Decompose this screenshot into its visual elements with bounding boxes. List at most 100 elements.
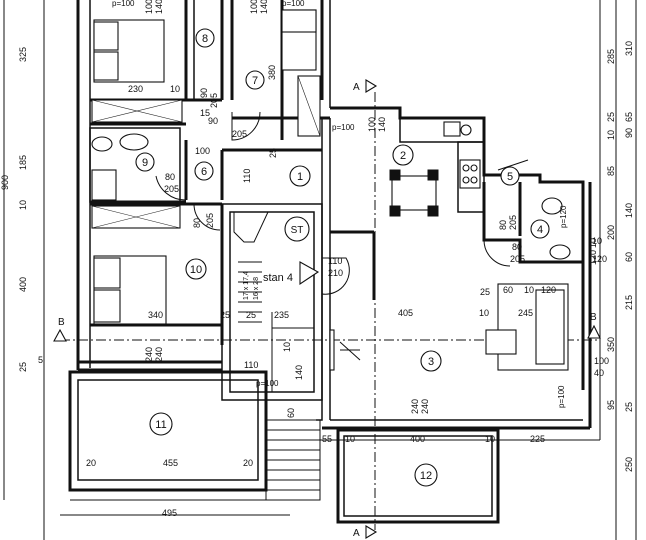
sink-9 — [119, 133, 149, 151]
svg-text:60: 60 — [286, 408, 296, 418]
svg-text:10: 10 — [18, 200, 28, 210]
svg-text:10: 10 — [485, 434, 495, 444]
room-label-12: 12 — [414, 463, 438, 487]
svg-text:20: 20 — [86, 458, 96, 468]
svg-text:60: 60 — [624, 252, 634, 262]
svg-text:10: 10 — [170, 84, 180, 94]
svg-text:900: 900 — [0, 175, 10, 190]
svg-text:215: 215 — [624, 295, 634, 310]
svg-text:B: B — [590, 312, 597, 323]
svg-text:10: 10 — [479, 308, 489, 318]
svg-text:80: 80 — [192, 218, 202, 228]
svg-text:140: 140 — [154, 0, 164, 14]
svg-text:25: 25 — [220, 310, 230, 320]
coffee-table — [485, 329, 517, 355]
tv — [329, 329, 335, 371]
svg-text:65: 65 — [624, 112, 634, 122]
svg-text:17 x 17,4: 17 x 17,4 — [243, 271, 250, 300]
svg-text:p=100: p=100 — [557, 385, 566, 408]
svg-text:25: 25 — [606, 112, 616, 122]
svg-text:3: 3 — [428, 356, 434, 368]
svg-text:20: 20 — [243, 458, 253, 468]
room-label-9: 9 — [135, 152, 155, 172]
room-label-ST: ST — [284, 216, 310, 242]
svg-text:40: 40 — [594, 368, 604, 378]
svg-text:495: 495 — [162, 508, 177, 518]
svg-text:60: 60 — [503, 285, 513, 295]
svg-text:380: 380 — [267, 65, 277, 80]
svg-text:10: 10 — [592, 236, 602, 246]
dimension-labels: p=100 100 140 100 140 p=100 325 185 10 4… — [0, 0, 634, 518]
svg-text:210: 210 — [328, 268, 343, 278]
svg-text:100: 100 — [195, 146, 210, 156]
svg-text:25: 25 — [246, 310, 256, 320]
svg-text:90: 90 — [624, 128, 634, 138]
room-label-2: 2 — [392, 144, 414, 166]
svg-text:340: 340 — [148, 310, 163, 320]
svg-text:5: 5 — [38, 355, 43, 365]
svg-text:140: 140 — [377, 117, 387, 132]
svg-text:80: 80 — [165, 172, 175, 182]
svg-text:250: 250 — [624, 457, 634, 472]
svg-text:11: 11 — [155, 419, 166, 431]
svg-text:10: 10 — [588, 238, 598, 248]
svg-text:A: A — [353, 528, 360, 539]
toilet-9 — [91, 136, 113, 152]
svg-text:205: 205 — [209, 93, 219, 108]
svg-text:ST: ST — [291, 225, 304, 236]
svg-text:4: 4 — [537, 224, 543, 236]
apartment-label: stan 4 — [263, 272, 293, 284]
svg-text:225: 225 — [530, 434, 545, 444]
svg-text:25: 25 — [624, 402, 634, 412]
room-label-4: 4 — [530, 219, 550, 239]
svg-text:400: 400 — [18, 277, 28, 292]
svg-text:10: 10 — [524, 285, 534, 295]
room-labels: 8 7 9 6 1 2 5 4 ST 10 3 11 12 — [135, 28, 550, 487]
svg-text:230: 230 — [128, 84, 143, 94]
svg-text:100: 100 — [594, 356, 609, 366]
svg-text:405: 405 — [398, 308, 413, 318]
toilet-4 — [549, 244, 571, 260]
svg-text:140: 140 — [259, 0, 269, 14]
svg-text:245: 245 — [518, 308, 533, 318]
svg-text:p=120: p=120 — [559, 205, 568, 228]
svg-text:140: 140 — [294, 365, 304, 380]
svg-text:6: 6 — [201, 166, 207, 178]
room-label-11: 11 — [149, 412, 173, 436]
svg-text:310: 310 — [624, 41, 634, 56]
svg-text:110: 110 — [242, 169, 252, 183]
furniture — [91, 9, 571, 371]
svg-text:240: 240 — [154, 347, 164, 362]
sink-4 — [541, 197, 563, 215]
svg-text:80: 80 — [498, 220, 508, 230]
svg-text:285: 285 — [606, 49, 616, 64]
room-label-1: 1 — [289, 165, 311, 187]
svg-text:240: 240 — [410, 399, 420, 414]
svg-text:100: 100 — [249, 0, 259, 14]
svg-text:10: 10 — [606, 130, 616, 140]
svg-text:240: 240 — [420, 399, 430, 414]
svg-text:p=100: p=100 — [282, 0, 305, 8]
svg-text:85: 85 — [606, 166, 616, 176]
svg-text:7: 7 — [252, 75, 258, 87]
svg-text:100: 100 — [144, 0, 154, 14]
svg-text:9: 9 — [142, 157, 148, 169]
room-label-5: 5 — [500, 166, 520, 186]
structure-lines — [3, 0, 637, 540]
svg-text:25: 25 — [480, 287, 490, 297]
svg-text:205: 205 — [232, 129, 247, 139]
svg-text:95: 95 — [606, 400, 616, 410]
svg-text:1: 1 — [297, 171, 303, 183]
svg-text:325: 325 — [18, 47, 28, 62]
svg-text:235: 235 — [274, 310, 289, 320]
svg-text:110: 110 — [244, 360, 258, 370]
svg-text:455: 455 — [163, 458, 178, 468]
section-marks: A A B B — [53, 79, 601, 539]
svg-text:12: 12 — [420, 470, 432, 482]
svg-text:185: 185 — [18, 155, 28, 170]
svg-text:25: 25 — [18, 362, 28, 372]
svg-text:8: 8 — [202, 33, 208, 45]
svg-text:15: 15 — [200, 108, 210, 118]
svg-text:25: 25 — [268, 148, 278, 158]
svg-text:200: 200 — [606, 225, 616, 240]
